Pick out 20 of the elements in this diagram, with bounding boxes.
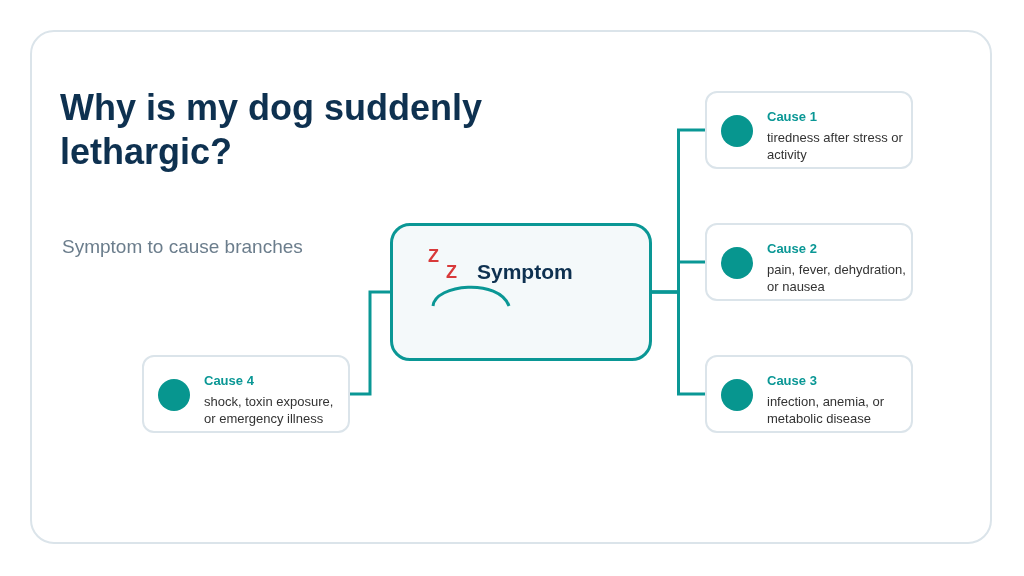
title: Why is my dog suddenly lethargic? [60, 86, 484, 174]
cause-heading: Cause 1 [767, 109, 817, 124]
cause-heading: Cause 4 [204, 373, 254, 388]
cause-card [705, 91, 913, 169]
sleep-letter: Z [428, 246, 439, 267]
cause-card [705, 355, 913, 433]
connector-line [652, 290, 705, 396]
symptom-box [390, 223, 652, 361]
cause-heading: Cause 3 [767, 373, 817, 388]
sleep-letter: Z [446, 262, 457, 283]
cause-description: infection, anemia, or metabolic disease [767, 393, 886, 427]
node-title: Symptom [477, 260, 573, 284]
cause-description: pain, fever, dehydration, or nausea [767, 261, 907, 295]
cause-description: shock, toxin exposure, or emergency illness [204, 393, 335, 427]
cause-card [142, 355, 350, 433]
subtitle: Symptom to cause branches [62, 236, 303, 258]
connector-line [350, 290, 390, 396]
cause-description: tiredness after stress or activity [767, 129, 904, 163]
cause-card [705, 223, 913, 301]
cause-heading: Cause 2 [767, 241, 817, 256]
